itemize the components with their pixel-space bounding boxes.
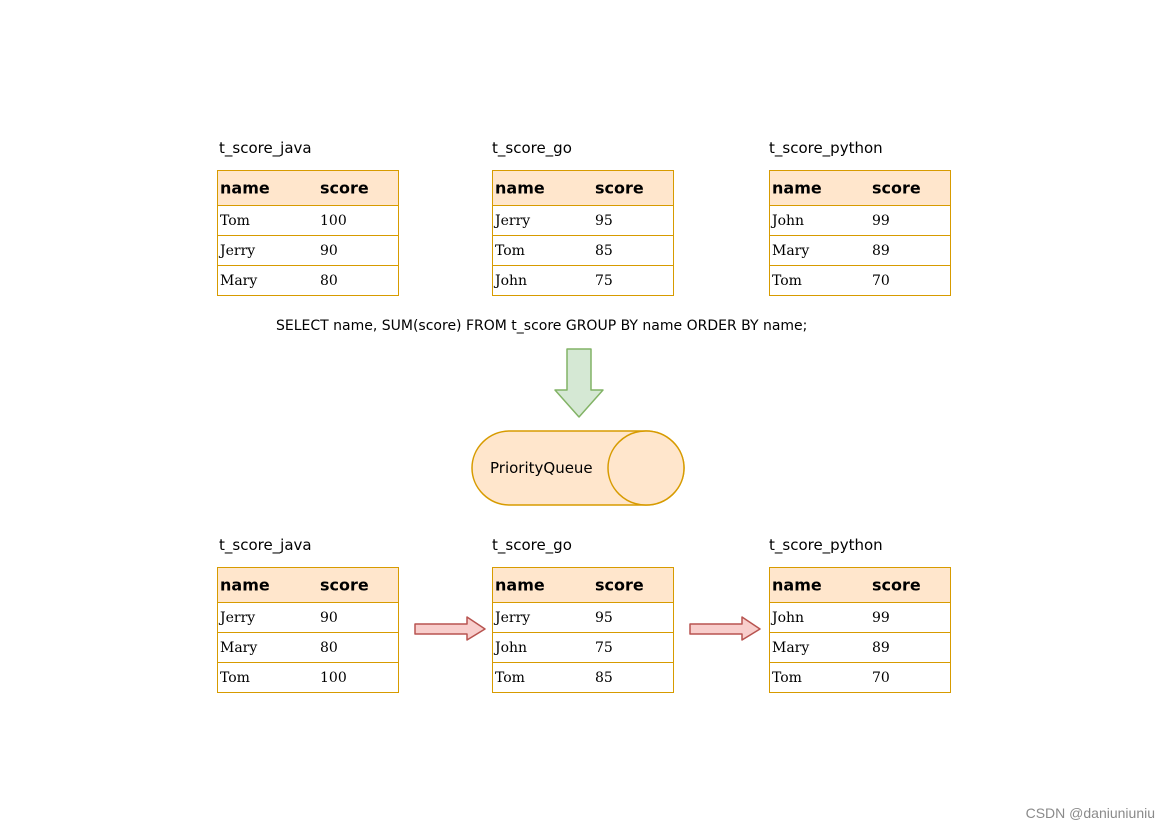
cell-score: 80 [320, 639, 338, 656]
table: name score Jerry 95 John 75 Tom 85 [492, 567, 674, 693]
table-header: name score [493, 568, 673, 603]
table-header: name score [218, 568, 398, 603]
cell-score: 75 [595, 272, 613, 289]
table-row: Jerry 95 [493, 206, 673, 236]
cell-score: 70 [872, 669, 890, 686]
cell-name: Jerry [495, 212, 531, 229]
header-score: score [595, 178, 644, 198]
cell-name: Tom [220, 669, 250, 686]
cell-score: 89 [872, 639, 890, 656]
table-row: Tom 100 [218, 206, 398, 236]
down-arrow-icon [554, 348, 604, 418]
cell-score: 90 [320, 609, 338, 626]
table-row: John 99 [770, 603, 950, 633]
cell-score: 95 [595, 212, 613, 229]
header-name: name [772, 178, 822, 198]
cell-name: Tom [772, 272, 802, 289]
table-header: name score [770, 568, 950, 603]
table: name score John 99 Mary 89 Tom 70 [769, 567, 951, 693]
table-row: John 75 [493, 633, 673, 663]
table-row: Jerry 90 [218, 603, 398, 633]
table-header: name score [770, 171, 950, 206]
cell-score: 100 [320, 212, 347, 229]
table-title: t_score_java [219, 139, 312, 157]
table-row: Mary 89 [770, 236, 950, 266]
cell-score: 75 [595, 639, 613, 656]
table-row: Jerry 90 [218, 236, 398, 266]
header-name: name [220, 178, 270, 198]
cell-score: 85 [595, 242, 613, 259]
header-score: score [320, 178, 369, 198]
cell-name: Tom [772, 669, 802, 686]
cell-name: Tom [495, 242, 525, 259]
right-arrow-icon [414, 616, 486, 641]
header-name: name [220, 575, 270, 595]
cell-name: Tom [495, 669, 525, 686]
cell-name: John [772, 609, 805, 626]
table-row: Tom 100 [218, 663, 398, 692]
cell-name: Jerry [220, 609, 256, 626]
cell-name: Jerry [220, 242, 256, 259]
table-row: Tom 85 [493, 663, 673, 692]
table: name score Jerry 95 Tom 85 John 75 [492, 170, 674, 296]
cell-score: 100 [320, 669, 347, 686]
table-row: Mary 80 [218, 266, 398, 295]
cell-name: John [772, 212, 805, 229]
table-title: t_score_java [219, 536, 312, 554]
header-score: score [872, 575, 921, 595]
table-row: Tom 85 [493, 236, 673, 266]
cell-score: 95 [595, 609, 613, 626]
cell-score: 99 [872, 212, 890, 229]
table-title: t_score_python [769, 536, 883, 554]
header-score: score [595, 575, 644, 595]
cell-score: 70 [872, 272, 890, 289]
cell-name: Mary [772, 242, 810, 259]
table-title: t_score_go [492, 536, 572, 554]
cell-score: 89 [872, 242, 890, 259]
cell-name: Tom [220, 212, 250, 229]
cell-name: John [495, 639, 528, 656]
header-name: name [495, 178, 545, 198]
cell-score: 99 [872, 609, 890, 626]
table-title: t_score_python [769, 139, 883, 157]
cell-score: 85 [595, 669, 613, 686]
table-row: John 99 [770, 206, 950, 236]
watermark: CSDN @daniuniuniu [1025, 805, 1155, 821]
table-row: John 75 [493, 266, 673, 295]
cell-name: Mary [772, 639, 810, 656]
header-name: name [495, 575, 545, 595]
table-row: Tom 70 [770, 266, 950, 295]
table: name score John 99 Mary 89 Tom 70 [769, 170, 951, 296]
cell-name: Mary [220, 639, 258, 656]
table-row: Mary 80 [218, 633, 398, 663]
cell-name: Jerry [495, 609, 531, 626]
table-row: Tom 70 [770, 663, 950, 692]
header-score: score [872, 178, 921, 198]
table: name score Jerry 90 Mary 80 Tom 100 [217, 567, 399, 693]
priority-queue-cylinder [471, 430, 685, 506]
table-header: name score [493, 171, 673, 206]
sql-statement: SELECT name, SUM(score) FROM t_score GRO… [276, 318, 808, 334]
table-title: t_score_go [492, 139, 572, 157]
cell-name: John [495, 272, 528, 289]
table-row: Mary 89 [770, 633, 950, 663]
priority-queue-label: PriorityQueue [490, 459, 593, 477]
right-arrow-icon [689, 616, 761, 641]
header-name: name [772, 575, 822, 595]
header-score: score [320, 575, 369, 595]
cell-name: Mary [220, 272, 258, 289]
table-row: Jerry 95 [493, 603, 673, 633]
cell-score: 90 [320, 242, 338, 259]
table-header: name score [218, 171, 398, 206]
cell-score: 80 [320, 272, 338, 289]
table: name score Tom 100 Jerry 90 Mary 80 [217, 170, 399, 296]
